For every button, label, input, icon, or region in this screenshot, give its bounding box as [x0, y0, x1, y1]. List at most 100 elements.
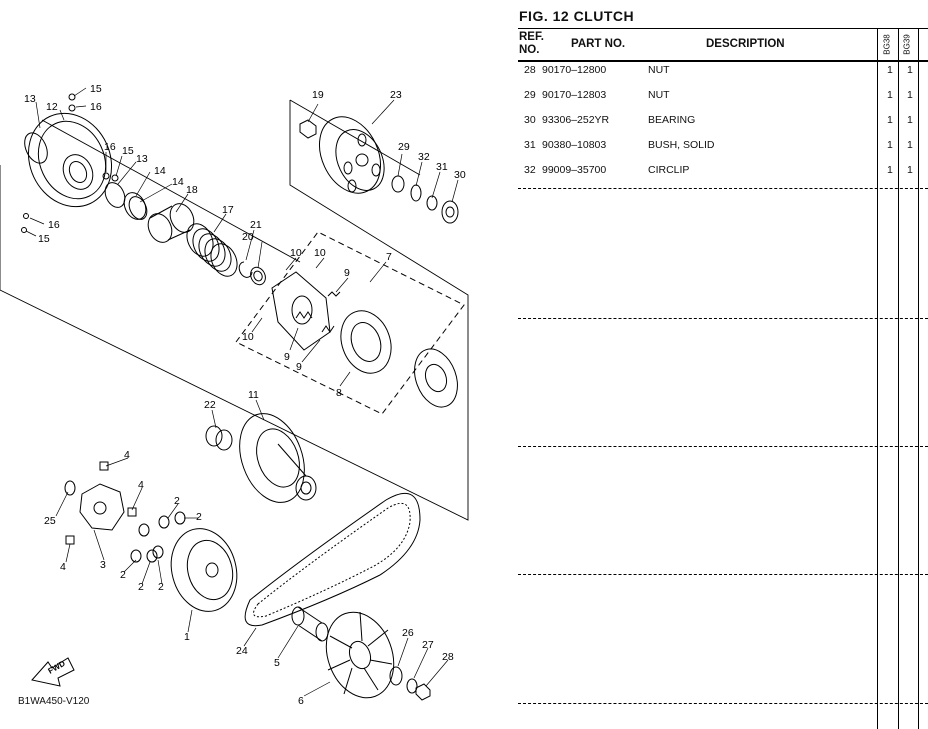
header-model-bg38: BG38: [882, 34, 892, 55]
bearing-group: [391, 175, 459, 224]
ref-no: 28: [524, 64, 536, 76]
part-no: 93306–252YR: [542, 114, 610, 126]
nut-19: [299, 119, 317, 139]
figure-title: FIG. 12 CLUTCH: [519, 8, 635, 24]
qty-bg39: 1: [907, 64, 913, 76]
small-bolts: [21, 93, 119, 233]
description: NUT: [648, 64, 670, 76]
o-rings: [104, 182, 148, 220]
callout-15: 15: [38, 233, 50, 245]
callout-6: 6: [298, 695, 304, 707]
callout-2: 2: [196, 511, 202, 523]
callout-24: 24: [236, 645, 248, 657]
callout-28: 28: [442, 651, 454, 663]
callout-13: 13: [24, 93, 36, 105]
header-description: DESCRIPTION: [706, 38, 785, 50]
callout-30: 30: [454, 169, 466, 181]
section-divider: [518, 318, 928, 319]
part-no: 90380–10803: [542, 139, 607, 151]
callout-16: 16: [48, 219, 60, 231]
callout-15: 15: [122, 145, 134, 157]
description: NUT: [648, 89, 670, 101]
section-divider: [518, 446, 928, 447]
callout-18: 18: [186, 184, 198, 196]
table-row: 28 90170–12800 NUT 1 1: [518, 64, 928, 82]
callout-22: 22: [204, 399, 216, 411]
qty-bg39: 1: [907, 164, 913, 176]
spring-part: [186, 223, 238, 277]
ref-no: 32: [524, 164, 536, 176]
table-row: 32 99009–35700 CIRCLIP 1 1: [518, 164, 928, 182]
bearing-22: [205, 425, 233, 451]
qty-bg39: 1: [907, 139, 913, 151]
qty-bg38: 1: [887, 89, 893, 101]
callout-10: 10: [290, 247, 302, 259]
callout-4: 4: [124, 449, 130, 461]
callout-9: 9: [284, 351, 290, 363]
header-part-no: PART NO.: [571, 38, 626, 50]
qty-bg38: 1: [887, 164, 893, 176]
description: BUSH, SOLID: [648, 139, 715, 151]
clutch-housing-part: [319, 116, 385, 194]
description: BEARING: [648, 114, 696, 126]
washers-and-nut: [389, 666, 431, 701]
cam-part: [79, 483, 125, 531]
fan-sheave-part: [325, 611, 395, 699]
part-no: 90170–12800: [542, 64, 607, 76]
header-ref-no-line1: REF.: [519, 31, 544, 43]
seal-and-clip: [238, 261, 266, 286]
part-no: 99009–35700: [542, 164, 607, 176]
callout-2: 2: [120, 569, 126, 581]
assembly-outline: [0, 99, 469, 521]
qty-bg38: 1: [887, 139, 893, 151]
callout-1: 1: [184, 631, 190, 643]
callout-19: 19: [312, 89, 324, 101]
rollers-and-sliders: [64, 461, 186, 563]
column-divider-1: [877, 28, 878, 729]
primary-sliding-sheave-part: [170, 528, 238, 612]
table-row: 29 90170–12803 NUT 1 1: [518, 89, 928, 107]
callout-26: 26: [402, 627, 414, 639]
section-divider: [518, 703, 928, 704]
qty-bg38: 1: [887, 64, 893, 76]
callout-25: 25: [44, 515, 56, 527]
callout-32: 32: [418, 151, 430, 163]
ref-no: 30: [524, 114, 536, 126]
exploded-parts-diagram: FWD 13 12 15 16 16 15 13 14 14 18 17 21 …: [0, 83, 469, 707]
callout-13: 13: [136, 153, 148, 165]
callout-14: 14: [154, 165, 166, 177]
collar-part: [147, 203, 195, 243]
leader-lines: [25, 87, 459, 697]
callout-8: 8: [336, 387, 342, 399]
callout-20: 20: [242, 231, 254, 243]
qty-bg39: 1: [907, 89, 913, 101]
qty-bg39: 1: [907, 114, 913, 126]
callout-2: 2: [138, 581, 144, 593]
diagram-reference-code: B1WA450-V120: [18, 696, 90, 707]
callout-29: 29: [398, 141, 410, 153]
table-header-rule: [518, 60, 928, 62]
qty-bg38: 1: [887, 114, 893, 126]
v-belt-part: [244, 492, 421, 627]
clutch-carrier-dashed-box: [235, 231, 465, 415]
table-row: 31 90380–10803 BUSH, SOLID 1 1: [518, 139, 928, 157]
part-no: 90170–12803: [542, 89, 607, 101]
callout-11: 11: [248, 389, 259, 401]
callout-16: 16: [90, 101, 102, 113]
ref-no: 29: [524, 89, 536, 101]
section-divider: [518, 574, 928, 575]
secondary-sheave-part: [239, 413, 317, 503]
callout-31: 31: [436, 161, 448, 173]
description: CIRCLIP: [648, 164, 690, 176]
callout-4: 4: [60, 561, 66, 573]
ref-no: 31: [524, 139, 536, 151]
callout-15: 15: [90, 83, 102, 95]
header-ref-no-line2: NO.: [519, 44, 540, 56]
callout-21: 21: [250, 219, 262, 231]
callout-23: 23: [390, 89, 402, 101]
callout-10: 10: [242, 331, 254, 343]
callout-7: 7: [386, 251, 392, 263]
callout-16: 16: [104, 141, 116, 153]
callout-17: 17: [222, 204, 234, 216]
collar-5: [291, 606, 329, 642]
